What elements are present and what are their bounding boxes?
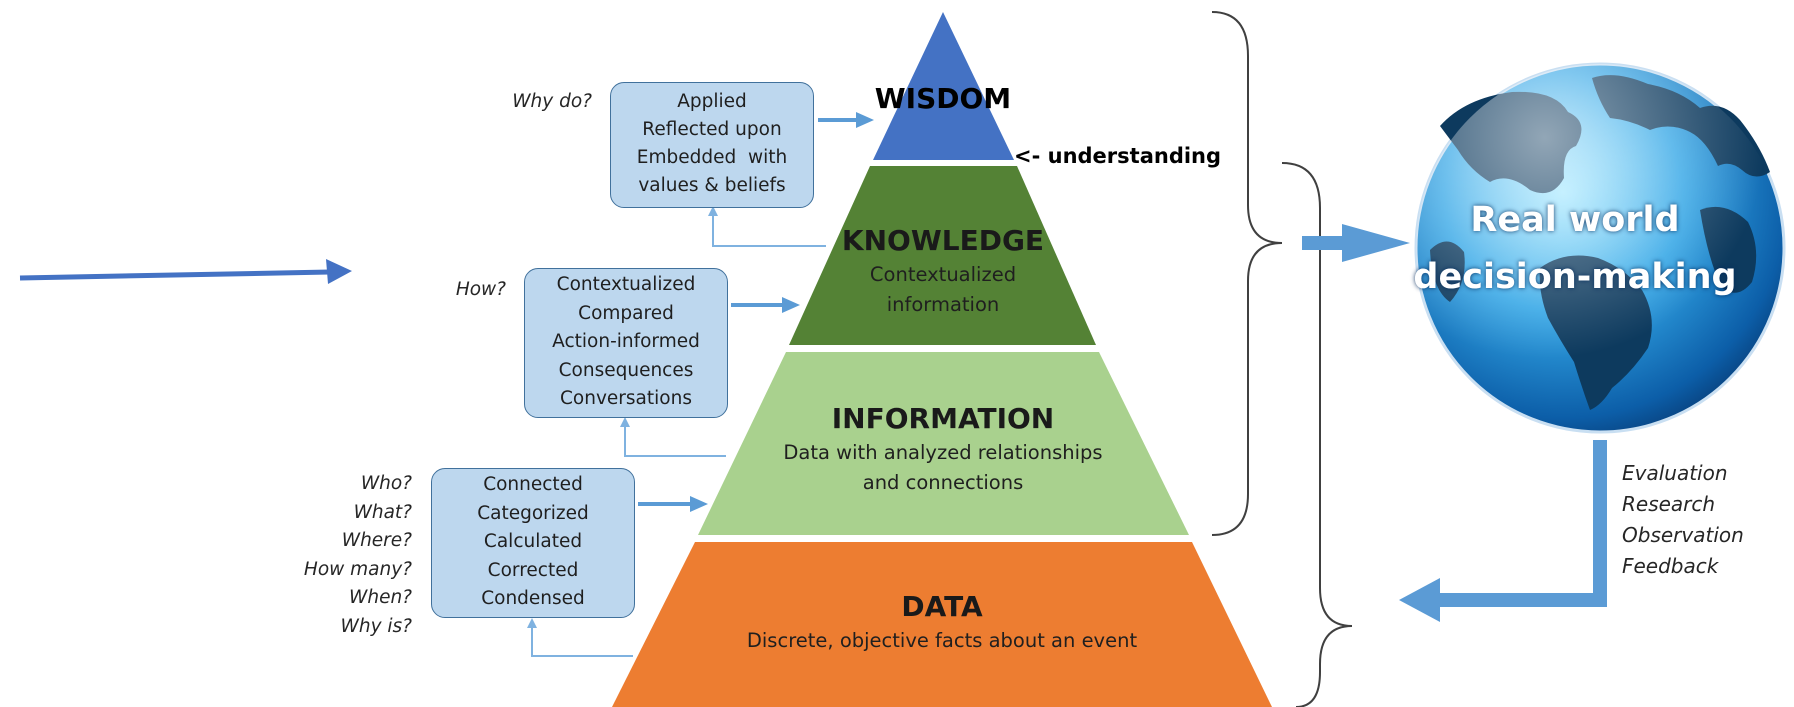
wisdom-title: WISDOM <box>874 82 1012 115</box>
information-desc-line-1: Data with analyzed relationships <box>783 441 1103 464</box>
globe-label: Real world decision-making <box>1410 192 1740 306</box>
wisdom-box-line: Reflected upon <box>642 119 782 140</box>
information-label: INFORMATION Data with analyzed relations… <box>743 400 1143 498</box>
knowledge-desc-line-2: information <box>886 293 1000 316</box>
information-box-line: Connected <box>483 474 583 495</box>
knowledge-box-line: Compared <box>578 302 674 324</box>
feedback-item: Research <box>1622 492 1716 516</box>
feedback-item: Evaluation <box>1622 461 1728 485</box>
box-to-wisdom-arrow <box>818 112 874 128</box>
wisdom-box-line: values & beliefs <box>638 175 786 196</box>
question-when: When? <box>349 587 412 608</box>
knowledge-question: How? <box>400 276 506 305</box>
question-where: Where? <box>341 530 412 551</box>
information-box-line: Condensed <box>481 588 585 609</box>
knowledge-desc-line-1: Contextualized <box>869 263 1017 286</box>
question-who: Who? <box>360 473 412 494</box>
wisdom-label: WISDOM <box>843 82 1043 115</box>
knowledge-box-line: Action-informed <box>552 331 700 352</box>
wisdom-box-line: Embedded with <box>636 147 788 168</box>
wisdom-process-box: Applied Reflected upon Embedded with val… <box>610 82 814 208</box>
information-to-knowledge-box-arrow <box>620 417 726 457</box>
knowledge-label: KNOWLEDGE Contextualized information <box>793 222 1093 320</box>
globe-label-line-1: Real world <box>1470 200 1680 240</box>
feedback-list: Evaluation Research Observation Feedback <box>1622 458 1744 582</box>
question-what: What? <box>353 501 412 523</box>
to-globe-arrow <box>1302 224 1410 262</box>
information-title: INFORMATION <box>831 402 1055 435</box>
knowledge-tier <box>789 166 1096 345</box>
knowledge-title: KNOWLEDGE <box>841 224 1045 257</box>
knowledge-box-line: Contextualized <box>556 274 696 295</box>
upper-brace <box>1211 11 1283 536</box>
data-to-information-box-arrow <box>527 618 633 657</box>
lower-brace <box>1281 162 1353 707</box>
feedback-item: Feedback <box>1622 554 1719 578</box>
data-label: DATA Discrete, objective facts about an … <box>692 588 1192 656</box>
data-title: DATA <box>901 590 983 623</box>
question-how: How? <box>455 279 506 300</box>
question-why-do: Why do? <box>512 91 592 112</box>
box-to-information-arrow <box>638 496 708 512</box>
information-box-line: Corrected <box>487 559 579 581</box>
understanding-label: <- understanding <box>1014 144 1222 168</box>
feedback-item: Observation <box>1622 523 1744 547</box>
information-box-line: Calculated <box>483 531 583 552</box>
knowledge-process-box: Contextualized Compared Action-informed … <box>524 268 728 418</box>
information-process-box: Connected Categorized Calculated Correct… <box>431 468 635 618</box>
wisdom-box-line: Applied <box>677 91 747 112</box>
globe-label-line-2: decision-making <box>1413 257 1737 297</box>
question-how-many: How many? <box>303 558 412 580</box>
information-questions: Who? What? Where? How many? When? Why is… <box>280 470 412 641</box>
information-tier <box>698 352 1189 535</box>
knowledge-to-wisdom-box-arrow <box>708 206 826 247</box>
globe <box>1414 62 1786 434</box>
information-box-line: Categorized <box>477 502 589 524</box>
data-desc: Discrete, objective facts about an event <box>746 629 1138 652</box>
wisdom-tier <box>873 12 1014 160</box>
knowledge-box-line: Consequences <box>558 359 694 381</box>
information-desc-line-2: and connections <box>862 471 1024 494</box>
box-to-knowledge-arrow <box>731 297 800 313</box>
data-tier <box>612 542 1272 707</box>
question-why-is: Why is? <box>340 615 412 637</box>
knowledge-box-line: Conversations <box>560 388 692 409</box>
wisdom-question: Why do? <box>480 88 592 117</box>
left-arrow <box>19 259 352 284</box>
globe-return-arrow <box>1399 440 1607 622</box>
